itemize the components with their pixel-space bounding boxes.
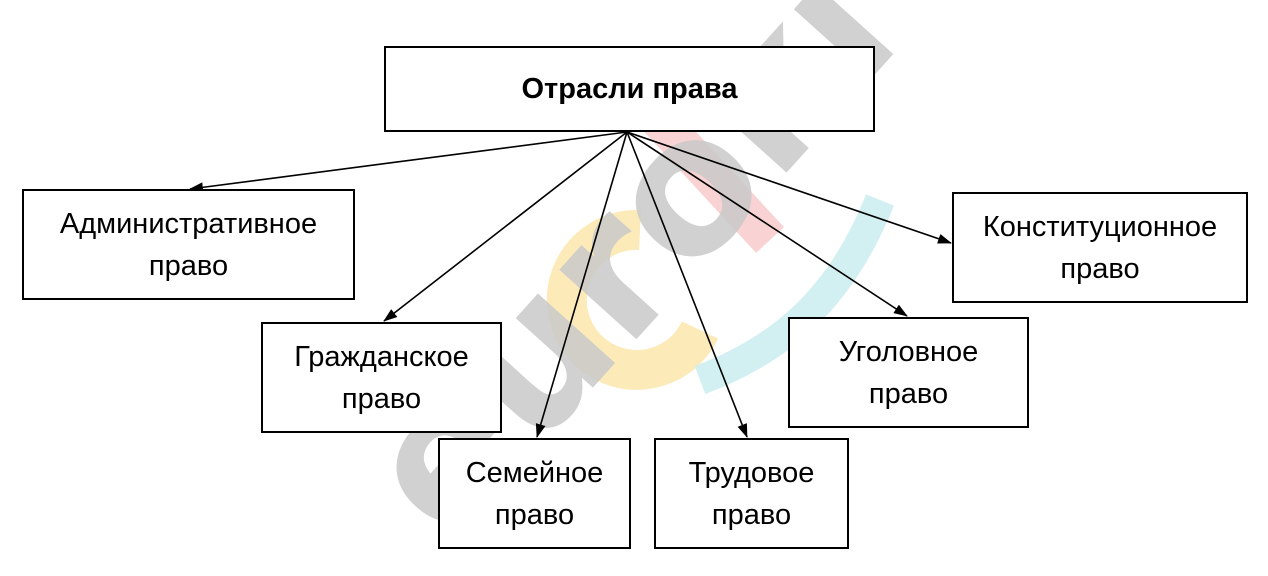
root-title: Отрасли права xyxy=(521,72,738,105)
branch-label-line1: Гражданское xyxy=(294,340,469,373)
arrow-to-labor xyxy=(626,131,748,438)
root-box: Отрасли права xyxy=(384,46,875,132)
arrow-to-criminal xyxy=(626,131,908,317)
arrow-to-family xyxy=(535,131,628,438)
branch-label-line2: право xyxy=(711,498,792,531)
branch-label-line1: Конституционное xyxy=(982,210,1218,243)
branch-label-line1: Уголовное xyxy=(838,335,979,368)
arrow-to-admin xyxy=(189,131,628,193)
branch-box-labor: Трудовое право xyxy=(654,438,849,549)
branch-box-administrative: Административное право xyxy=(22,189,355,300)
branch-box-criminal: Уголовное право xyxy=(788,317,1029,428)
branch-label-line1: Административное xyxy=(59,207,318,240)
arrow-to-const xyxy=(626,131,952,244)
branch-label-line2: право xyxy=(148,249,229,282)
branch-label-line2: право xyxy=(1060,252,1140,285)
branch-label-line1: Семейное xyxy=(465,456,604,489)
branch-label-line2: право xyxy=(494,498,575,531)
branch-label-line1: Трудовое xyxy=(688,456,815,489)
arrow-to-civil xyxy=(383,131,628,322)
branch-label-line2: право xyxy=(341,382,422,415)
branch-box-family: Семейное право xyxy=(438,438,631,549)
branch-box-civil: Гражданское право xyxy=(261,322,502,433)
branch-label-line2: право xyxy=(868,377,949,410)
branch-box-constitutional: Конституционное право xyxy=(952,192,1248,303)
